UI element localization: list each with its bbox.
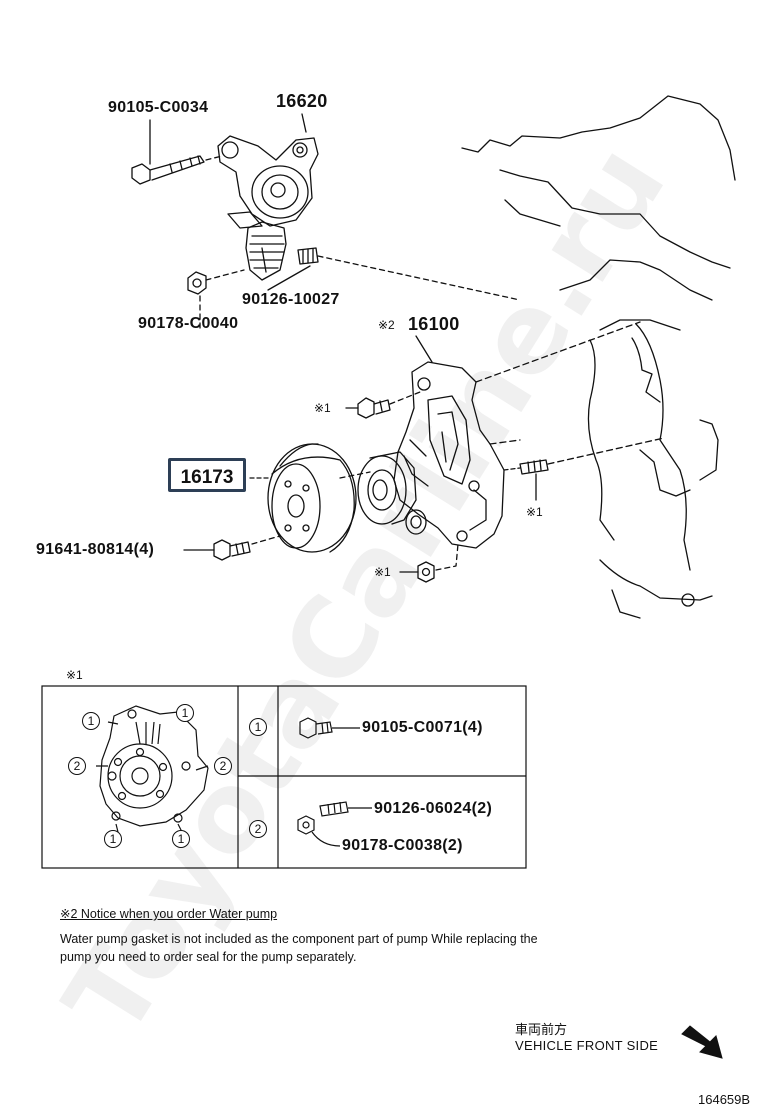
flange-callout-1b: 1 — [176, 704, 194, 722]
table-hardware — [297, 717, 372, 847]
table-row1-part: 90105-C0071(4) — [362, 719, 483, 736]
pulley-bolt — [213, 539, 251, 561]
part-label-nut-tensioner: 90178-C0040 — [138, 315, 239, 332]
table-row2-part-stud: 90126-06024(2) — [374, 800, 493, 817]
flange-callout-1d: 1 — [172, 830, 190, 848]
notice-body: Water pump gasket is not included as the… — [60, 932, 538, 964]
fastener-table-frame — [41, 685, 527, 869]
pump-stud-mark: ※1 — [526, 505, 543, 519]
table-row2-index: 2 — [249, 820, 267, 838]
table-note-mark: ※1 — [66, 668, 83, 682]
pulley-drawing — [267, 443, 357, 553]
part-label-pulley-bolt: 91641-80814(4) — [36, 541, 155, 558]
pump-mount-bolt — [357, 397, 391, 419]
water-pump-body — [357, 361, 505, 549]
vehicle-front-label-jp: 車両前方 — [515, 1022, 568, 1037]
vehicle-front-label: VEHICLE FRONT SIDE — [515, 1038, 659, 1053]
pump-mount-nut — [417, 561, 435, 583]
part-label-bolt-tensioner: 90105-C0034 — [108, 99, 209, 116]
flange-callout-2a: 2 — [68, 757, 86, 775]
table-row1-index: 1 — [249, 718, 267, 736]
tensioner-assembly — [217, 135, 319, 281]
tensioner-bolt — [131, 155, 205, 185]
part-label-tensioner: 16620 — [276, 91, 328, 111]
illustration-reference-number: 164659B — [698, 1092, 751, 1107]
water-pump-note-mark: ※2 — [378, 318, 395, 332]
part-label-pulley: 16173 — [180, 467, 234, 488]
flange-callout-1c: 1 — [104, 830, 122, 848]
pump-flange-drawing — [96, 705, 209, 833]
pump-stud — [519, 459, 549, 475]
part-label-stud-tensioner: 90126-10027 — [242, 291, 340, 308]
highlighted-part-box[interactable]: 16173 — [168, 458, 246, 492]
tensioner-bolt-guide — [205, 155, 223, 161]
pump-bolt-mark: ※1 — [314, 401, 331, 415]
notice-title: ※2 Notice when you order Water pump — [60, 907, 278, 921]
tensioner-stud — [297, 247, 319, 265]
part-label-water-pump: 16100 — [408, 314, 460, 334]
tensioner-nut — [187, 271, 207, 295]
pump-nut-mark: ※1 — [374, 565, 391, 579]
flange-callout-1a: 1 — [82, 712, 100, 730]
vehicle-front-arrow-icon — [681, 1025, 723, 1059]
table-row2-part-nut: 90178-C0038(2) — [342, 837, 463, 854]
engine-block-outline — [461, 95, 736, 619]
flange-callout-2b: 2 — [214, 757, 232, 775]
